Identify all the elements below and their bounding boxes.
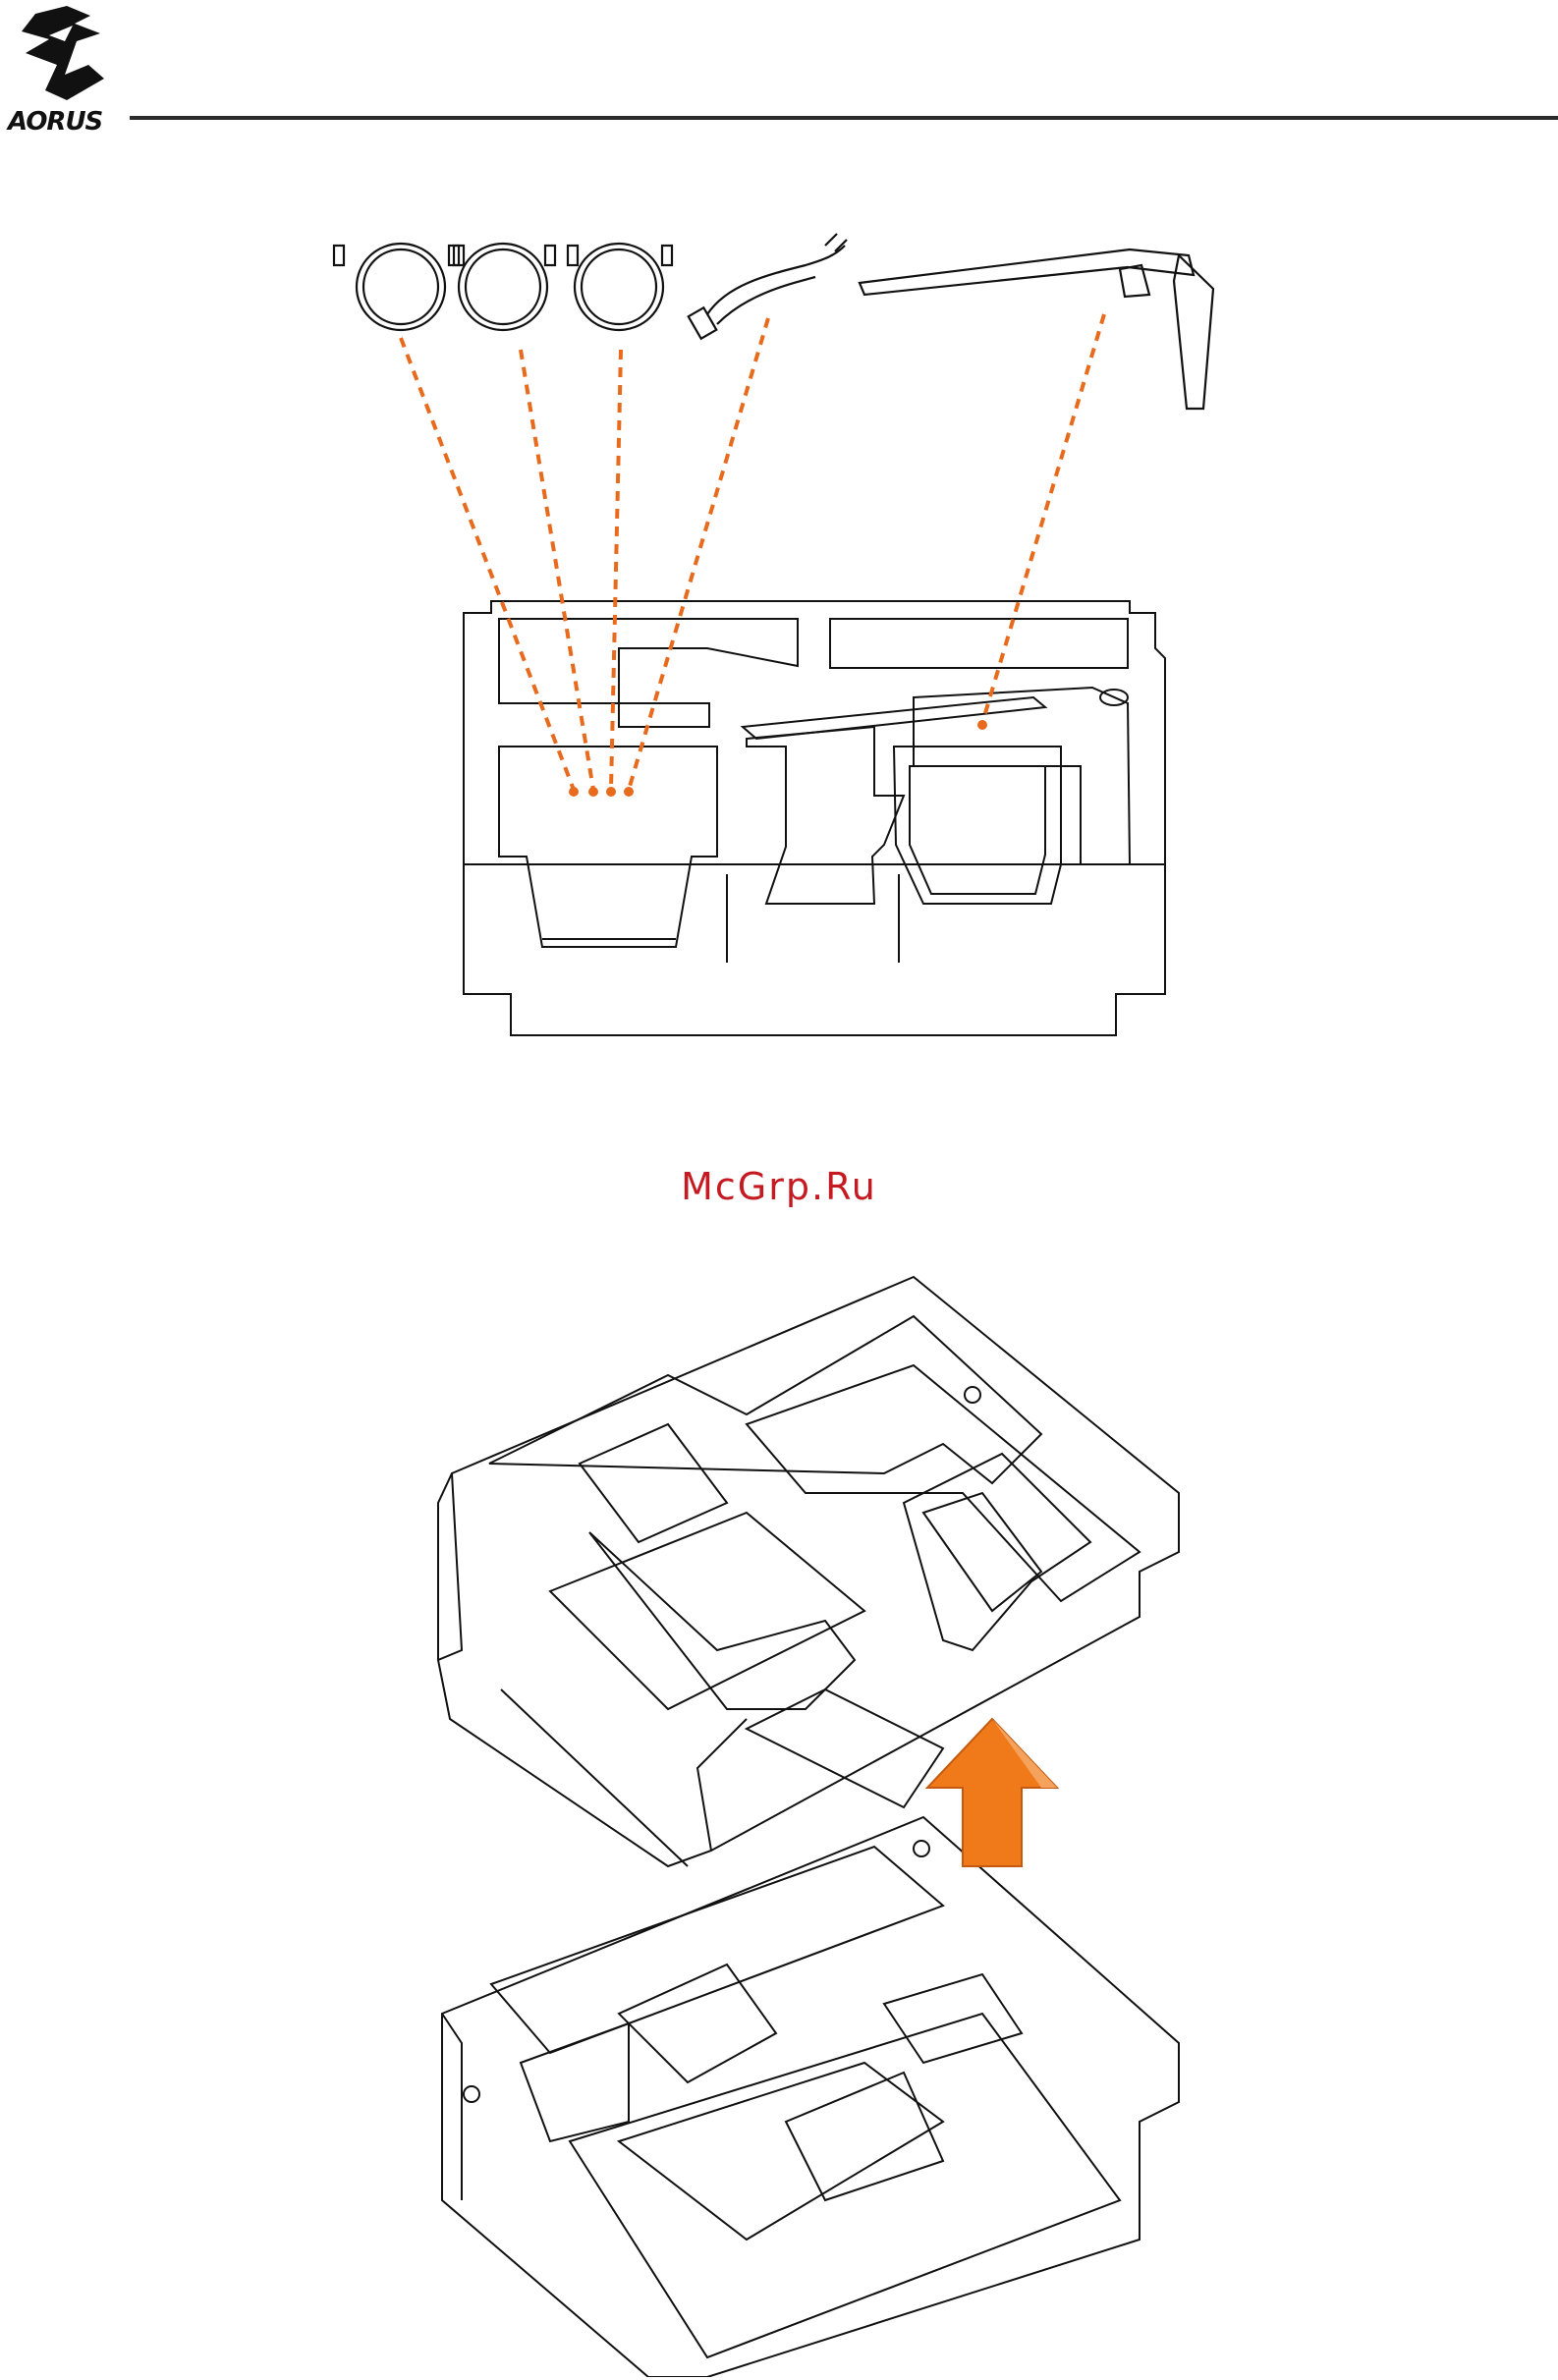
monitor-stand-base-icon [860, 249, 1213, 409]
page-header: AORUS [0, 0, 1558, 138]
usb-cable-icon [568, 244, 672, 330]
remove-foam-drawing [0, 1257, 1558, 2377]
remove-foam-figure [0, 1257, 1558, 2377]
upper-foam-piece [438, 1277, 1179, 1866]
lift-up-arrow [927, 1719, 1057, 1866]
packing-contents-drawing [0, 216, 1558, 1061]
watermark-text: McGrp.Ru [0, 1165, 1558, 1208]
aorus-logo: AORUS [6, 6, 128, 134]
packing-contents-figure [0, 216, 1558, 1061]
hdmi-cable-icon [334, 244, 459, 330]
header-rule [130, 116, 1558, 120]
displayport-cable-icon [454, 244, 555, 330]
lower-foam-with-monitor [442, 1817, 1179, 2377]
brand-wordmark: AORUS [6, 107, 103, 134]
foam-tray-top-view [464, 601, 1165, 1035]
eagle-emblem [22, 6, 104, 100]
leader-lines [401, 314, 1104, 790]
